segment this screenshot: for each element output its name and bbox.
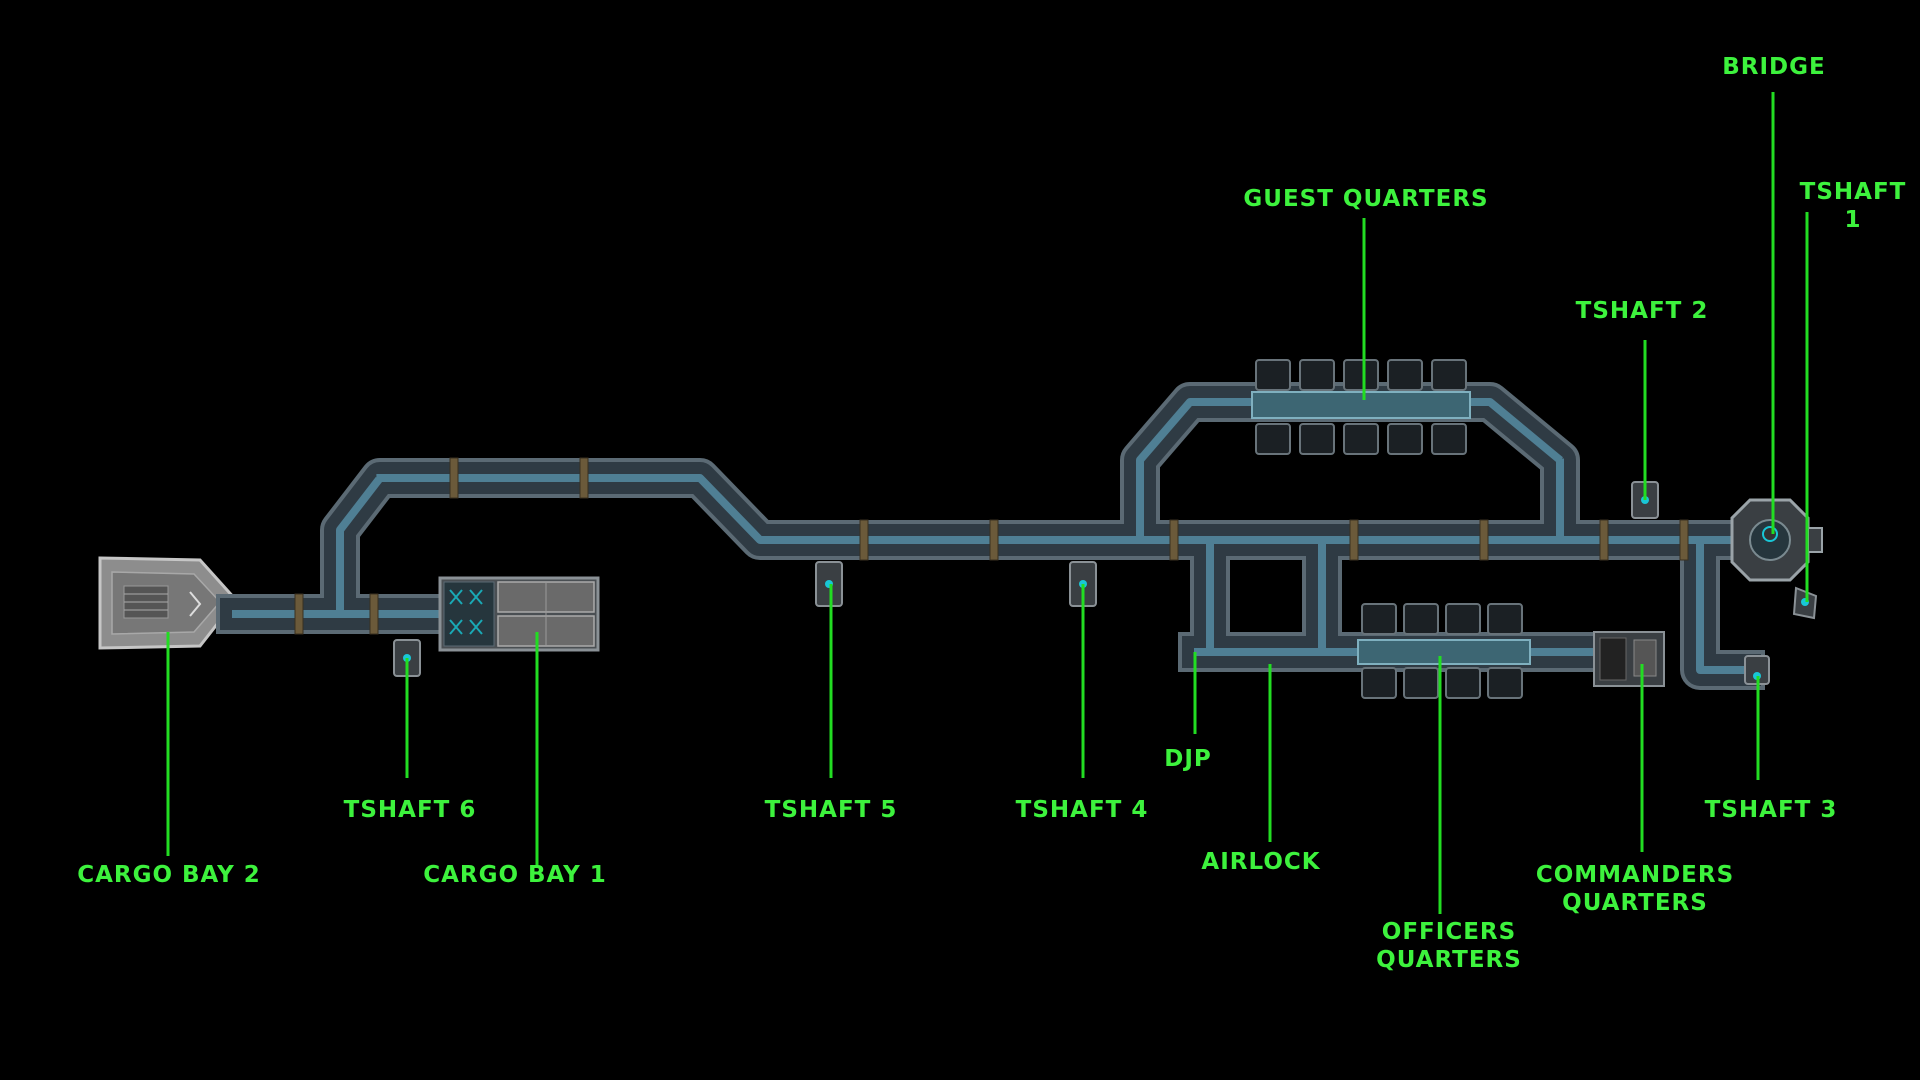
label-djp: DJP — [1164, 746, 1212, 772]
label-cargo-bay-1: CARGO BAY 1 — [423, 862, 607, 888]
label-officers-quarters: OFFICERS QUARTERS — [1376, 919, 1522, 973]
label-airlock: AIRLOCK — [1201, 849, 1321, 875]
label-tshaft-3: TSHAFT 3 — [1704, 797, 1838, 823]
corridor-joints — [294, 457, 1689, 635]
commanders-quarters-room — [1593, 631, 1665, 687]
label-commanders-quarters: COMMANDERS QUARTERS — [1535, 862, 1735, 916]
label-tshaft-2: TSHAFT 2 — [1575, 298, 1709, 324]
label-tshaft-1: TSHAFT 1 — [1799, 179, 1907, 233]
cargo-bay-2-room — [98, 556, 238, 650]
label-tshaft-4: TSHAFT 4 — [1015, 797, 1149, 823]
bridge-room — [1730, 498, 1823, 582]
label-tshaft-6: TSHAFT 6 — [343, 797, 477, 823]
officers-quarters-corridor — [1357, 639, 1531, 665]
cargo-bay-1-room — [438, 576, 600, 652]
label-cargo-bay-2: CARGO BAY 2 — [77, 862, 261, 888]
label-bridge: BRIDGE — [1722, 54, 1826, 80]
turbolift-pods — [393, 481, 1818, 685]
guest-quarters-rooms — [1255, 359, 1467, 455]
label-tshaft-5: TSHAFT 5 — [764, 797, 898, 823]
guest-quarters-corridor — [1251, 391, 1471, 419]
officers-quarters-rooms — [1361, 603, 1523, 699]
leader-lines — [166, 92, 1809, 914]
label-guest-quarters: GUEST QUARTERS — [1243, 186, 1489, 212]
